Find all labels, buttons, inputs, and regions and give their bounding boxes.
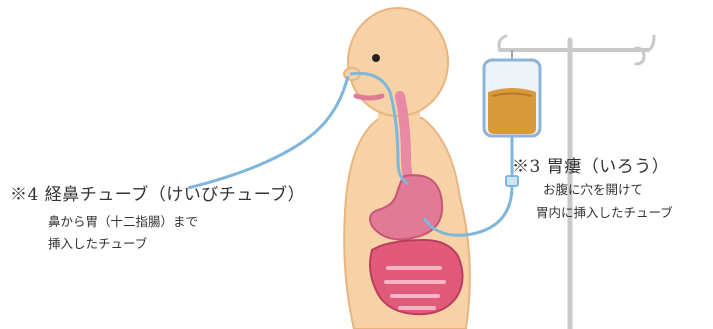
gastrostomy-desc-line2: 胃内に挿入したチューブ: [536, 203, 673, 223]
gastrostomy-title: ※3 胃瘻（いろう）: [512, 152, 669, 177]
gastrostomy-desc-line1: お腹に穴を開けて: [543, 180, 643, 200]
nasogastric-title: ※4 経鼻チューブ（けいびチューブ）: [10, 180, 305, 205]
nasogastric-desc-line2: 挿入したチューブ: [48, 234, 147, 254]
nasogastric-desc-line1: 鼻から胃（十二指腸）まで: [48, 212, 198, 232]
